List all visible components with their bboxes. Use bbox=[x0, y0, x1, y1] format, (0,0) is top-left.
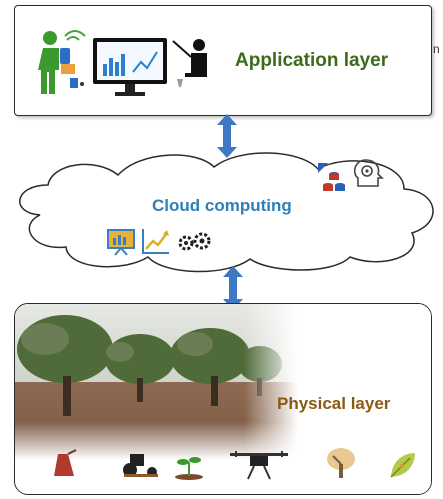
physical-layer-label: Physical layer bbox=[277, 394, 391, 413]
farmer-with-phone-icon bbox=[38, 30, 86, 94]
application-layer-box bbox=[14, 5, 432, 116]
presenter-icon bbox=[172, 39, 207, 87]
tractor-icon bbox=[123, 454, 158, 477]
tree-icon bbox=[327, 448, 355, 478]
olive-orchard-photo bbox=[15, 304, 431, 494]
physical-layer-box bbox=[14, 303, 432, 495]
bidirectional-arrow-bottom bbox=[223, 266, 243, 310]
sprout-icon bbox=[175, 457, 203, 480]
stray-text: n bbox=[433, 42, 440, 56]
application-layer-label: Application layer bbox=[235, 50, 389, 71]
database-cluster-icon bbox=[318, 163, 345, 191]
line-chart-icon bbox=[142, 229, 169, 254]
bidirectional-arrow-top bbox=[217, 114, 237, 158]
monitor-dashboard-icon bbox=[93, 38, 167, 96]
drone-icon bbox=[230, 451, 288, 480]
leaf-icon bbox=[390, 453, 415, 478]
gears-icon bbox=[178, 232, 211, 251]
presentation-board-icon bbox=[107, 229, 135, 256]
ai-head-gear-icon bbox=[353, 159, 384, 187]
soil-sample-icon bbox=[54, 449, 77, 476]
cloud-computing-label: Cloud computing bbox=[152, 196, 292, 215]
